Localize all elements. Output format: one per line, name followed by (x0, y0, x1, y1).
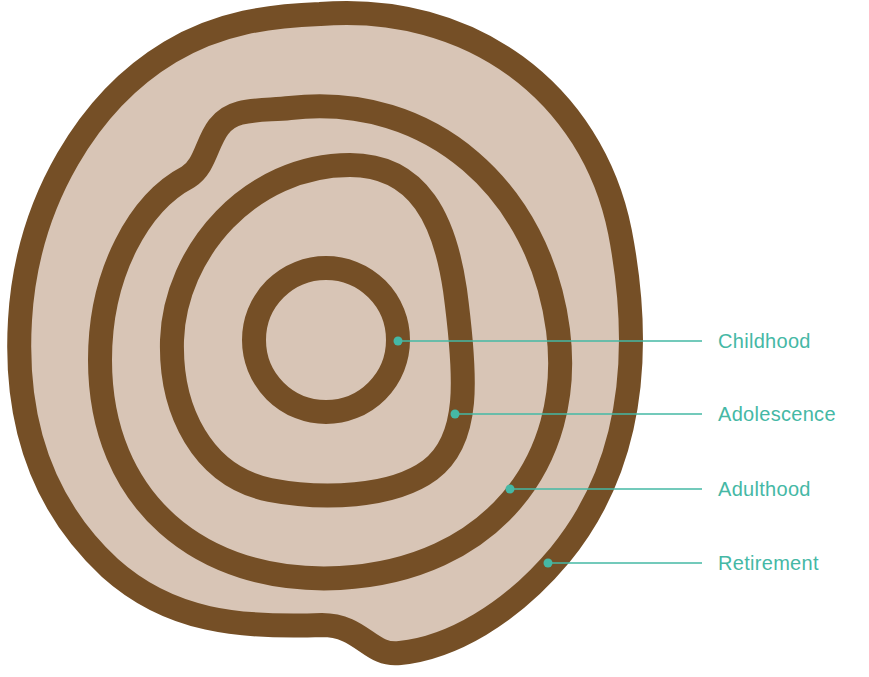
stage-label: Childhood (718, 329, 811, 353)
leader-line (510, 488, 702, 490)
leader-lines (398, 341, 702, 563)
stage-label: Retirement (718, 551, 819, 575)
leader-dots (394, 337, 553, 568)
third-ring (100, 106, 560, 578)
second-ring (172, 165, 463, 495)
leader-dot (451, 410, 460, 419)
leader-line (455, 413, 702, 415)
stage-label: Adolescence (718, 402, 836, 426)
leader-line (548, 562, 702, 564)
leader-dot (506, 485, 515, 494)
leader-dot (394, 337, 403, 346)
outer-ring (19, 13, 631, 653)
leader-line (398, 340, 702, 342)
leader-dot (544, 559, 553, 568)
stage-label: Adulthood (718, 477, 811, 501)
inner-ring (254, 268, 398, 412)
